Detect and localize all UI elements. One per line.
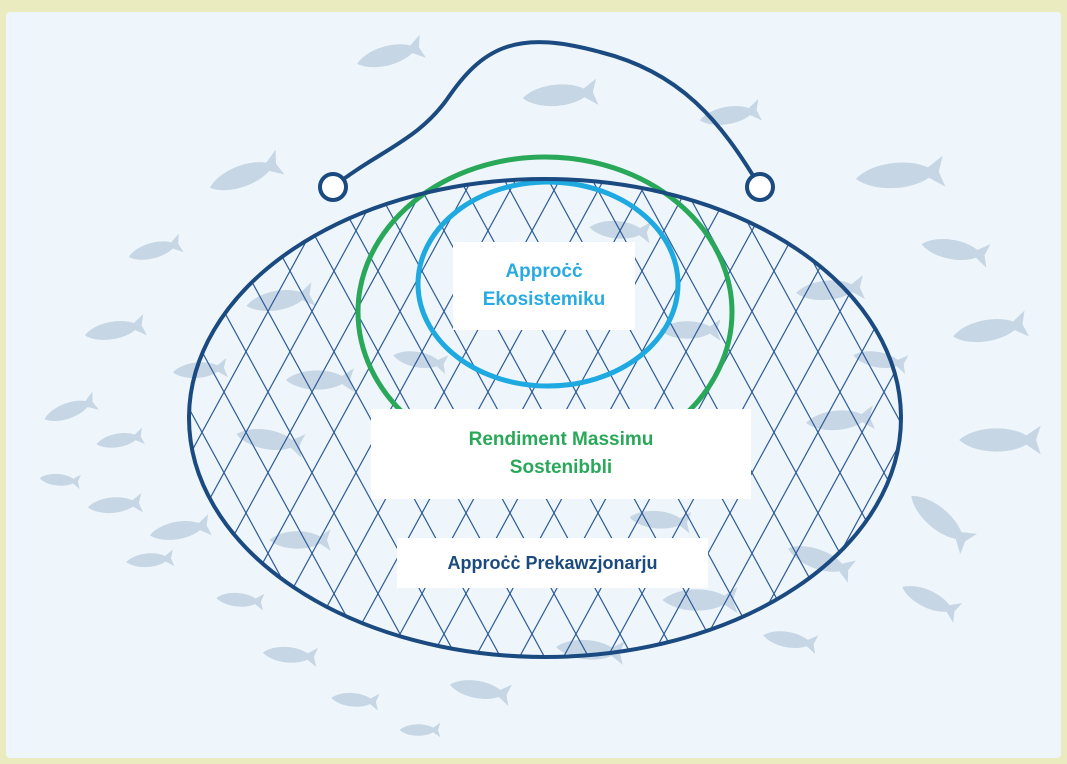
fish-icon bbox=[902, 485, 978, 555]
ecosystem-ring bbox=[415, 179, 681, 389]
msy-label: Rendiment Massimu Sostenibbli bbox=[371, 409, 751, 499]
fish-icon bbox=[147, 514, 213, 546]
fish-icon bbox=[330, 689, 380, 711]
net-ring-left bbox=[318, 172, 348, 202]
fish-icon bbox=[919, 232, 991, 268]
precautionary-approach-text: Approċċ Prekawzjonarju bbox=[447, 552, 658, 573]
fish-icon bbox=[447, 674, 513, 706]
fish-icon bbox=[805, 405, 875, 435]
msy-text: Rendiment Massimu Sostenibbli bbox=[468, 428, 654, 479]
fish-icon bbox=[205, 149, 285, 201]
fish-icon bbox=[950, 310, 1030, 350]
fish-icon bbox=[761, 625, 819, 655]
fish-icon bbox=[125, 549, 175, 571]
fish-icon bbox=[851, 345, 909, 375]
fish-icon bbox=[95, 427, 145, 453]
fish-icon bbox=[215, 589, 265, 611]
ecosystem-approach-text: Approċċ Ekosistemiku bbox=[482, 260, 606, 311]
fish-icon bbox=[354, 34, 426, 76]
fish-icon bbox=[87, 493, 143, 517]
fish-icon bbox=[82, 314, 148, 346]
net-handle bbox=[331, 40, 762, 189]
fish-icon bbox=[854, 155, 946, 195]
net-ring-right bbox=[745, 172, 775, 202]
net-rim bbox=[187, 177, 903, 659]
fish-icon bbox=[41, 391, 99, 429]
fish-icon bbox=[555, 635, 625, 665]
ecosystem-approach-label: Approċċ Ekosistemiku bbox=[453, 242, 635, 330]
fish-icon bbox=[399, 722, 441, 738]
fish-icon bbox=[39, 471, 81, 489]
fish-icon bbox=[897, 577, 963, 623]
fish-icon bbox=[959, 425, 1041, 455]
fish-icon bbox=[286, 368, 354, 392]
precautionary-approach-label: Approċċ Prekawzjonarju bbox=[397, 538, 708, 588]
fish-icon bbox=[262, 643, 318, 667]
fish-icon bbox=[126, 233, 184, 267]
fish-icon bbox=[234, 422, 306, 458]
fish-icon bbox=[521, 78, 599, 112]
fish-icon bbox=[391, 345, 449, 375]
